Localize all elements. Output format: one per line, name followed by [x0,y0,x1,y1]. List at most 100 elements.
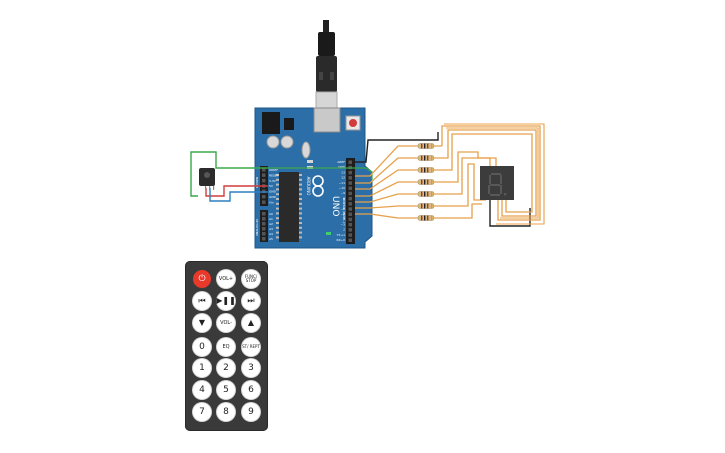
chip-pin [276,174,279,176]
resistor-array[interactable] [417,143,435,221]
chip-pin [299,183,302,186]
wire-black-display-common[interactable] [489,196,531,227]
chip-pin [299,226,302,229]
wire-orange[interactable] [444,123,545,225]
power-pin-label: Vin [269,200,274,204]
resistor-band [431,167,433,173]
segment-dp [504,193,507,196]
orange-wire-bundle[interactable] [355,123,545,225]
usb-jack [313,107,341,133]
st-rept-button[interactable]: ST/ REPT [242,338,260,356]
status-led [307,160,313,163]
digit-3-button[interactable]: 3 [242,359,260,377]
up-button[interactable]: ▲ [242,314,260,332]
resistor-band [431,155,433,161]
wire-black-ground[interactable] [355,132,439,163]
digit-6-button[interactable]: 6 [242,381,260,399]
header-hole [348,238,352,242]
digit-5-label: 5 [223,384,229,395]
wire-green-signal[interactable] [268,167,373,182]
prev-button[interactable]: ⏮ [193,292,211,310]
reset-button[interactable] [349,119,357,127]
header-hole [348,191,352,196]
eq-button[interactable]: EQ [217,338,235,356]
wire-red[interactable] [205,185,268,197]
wire-green[interactable] [190,151,268,197]
resistor-band [431,191,433,197]
wire-orange[interactable] [442,133,533,213]
resistor[interactable] [417,203,435,209]
wire-orange[interactable] [442,203,482,219]
power-button[interactable]: ⏻ [193,270,211,288]
digit-0-button[interactable]: 0 [193,338,211,356]
ir-receiver-leg [205,186,207,190]
wire-orange[interactable] [442,157,497,195]
play-pause-button[interactable]: ▶❚❚ [216,292,236,310]
st-rept-label: ST/ REPT [242,344,260,349]
chip-pin [276,231,279,234]
resistor-band [421,155,423,161]
resistor[interactable] [417,143,435,149]
seven-segment-display[interactable] [480,166,514,200]
chip-pin [299,188,302,191]
digital-pin-label: ~9 [341,191,346,195]
header-hole [262,232,266,236]
func-stop-button[interactable]: FUNC/ STOP [242,270,260,288]
resistor-band [431,215,433,221]
digit-9-button[interactable]: 9 [242,403,260,421]
segment-a [491,173,501,175]
vol-down-button[interactable]: VOL- [217,314,235,332]
next-button[interactable]: ⏭ [242,292,260,310]
usb-cable[interactable] [315,20,338,119]
digital-pin-label: ~6 [341,207,346,211]
resistor-band [424,179,426,185]
wire-orange[interactable] [446,127,539,219]
digit-4-button[interactable]: 4 [193,381,211,399]
chip-pin [299,207,302,210]
digit-7-button[interactable]: 7 [193,403,211,421]
digital-pin-label: 13 [341,170,345,174]
wire-orange[interactable] [441,125,541,221]
wire-blue[interactable] [209,188,268,202]
down-label: ▼ [198,318,206,327]
chip-pin [276,183,279,186]
chip-pin [276,222,279,224]
digit-8-button[interactable]: 8 [217,403,235,421]
wire-orange[interactable] [442,129,537,217]
segment-g [490,184,500,186]
resistor[interactable] [417,155,435,161]
power-pin-label: 5V [269,184,274,188]
header-hole [348,176,352,180]
arduino-uno-board[interactable]: ARDUINO UNO DIGITAL (PWM~) POWER ANALOG … [254,107,373,249]
resistor[interactable] [417,179,435,185]
down-button[interactable]: ▼ [193,314,211,332]
digit-4-label: 4 [199,384,205,395]
voltage-regulator [284,118,294,130]
digital-pin-label: 4 [343,217,345,221]
wire-orange[interactable] [442,163,486,207]
digit-2-button[interactable]: 2 [217,359,235,377]
resistor-band [431,179,433,185]
digit-5-button[interactable]: 5 [217,381,235,399]
vol-up-button[interactable]: VOL+ [217,270,235,288]
func-stop-label: FUNC/ STOP [244,274,258,283]
resistor[interactable] [417,167,435,173]
header-hole [262,168,266,172]
ir-receiver-wiring[interactable] [190,151,373,202]
crystal-oscillator [301,141,311,159]
header-hole [348,170,352,175]
chip-pin [299,212,302,215]
chip-pin [276,217,279,220]
resistor[interactable] [417,191,435,197]
segment-e [488,185,490,194]
chip-pin [299,198,302,200]
board-brand: ARDUINO [306,177,311,196]
atmega-chip [279,172,299,242]
digit-1-button[interactable]: 1 [193,359,211,377]
resistor-band [427,143,429,149]
power-pin-label: 3.3V [269,179,277,183]
resistor[interactable] [417,215,435,221]
power-label: ⏻ [198,273,206,284]
